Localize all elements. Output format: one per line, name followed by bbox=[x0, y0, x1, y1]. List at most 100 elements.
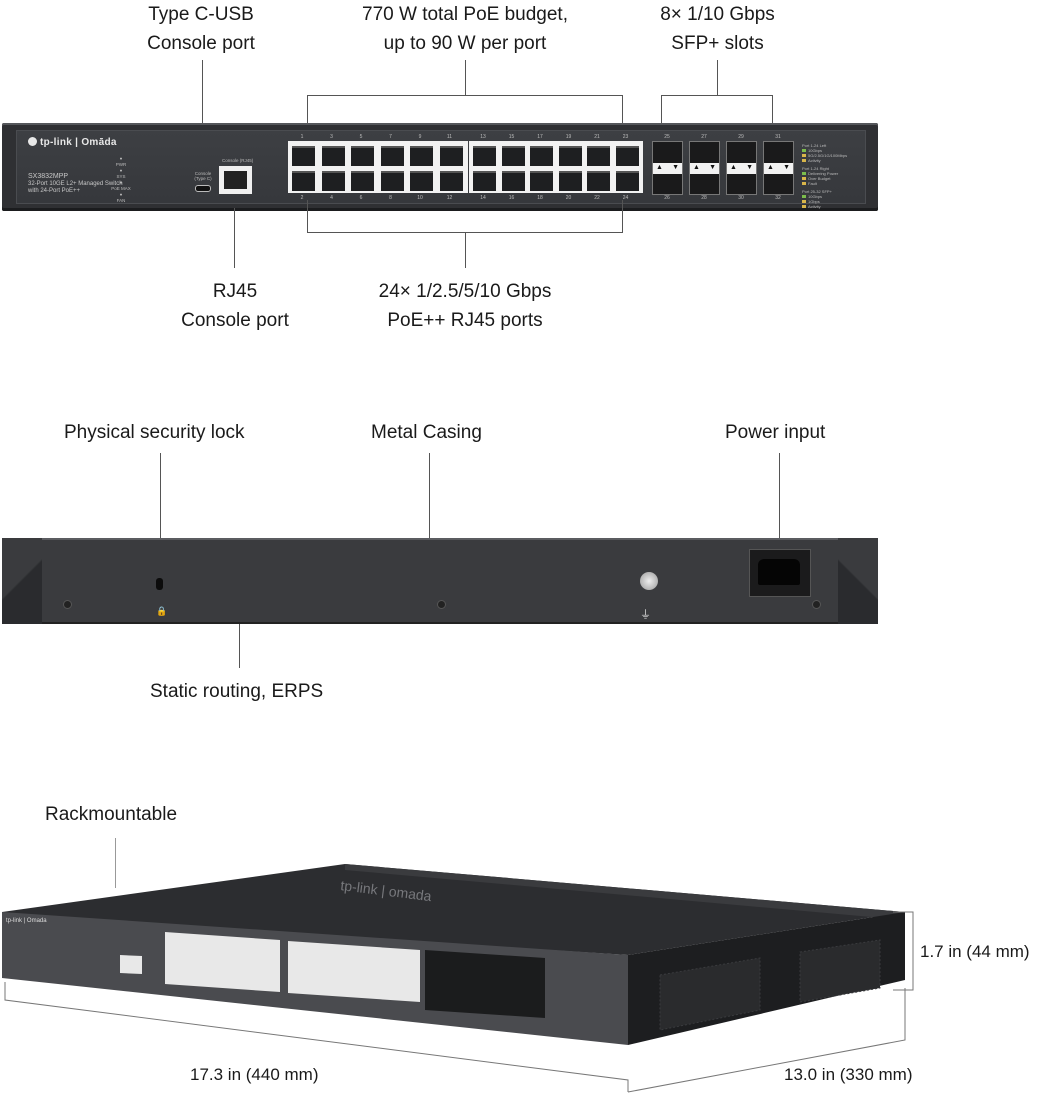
bracket-sfp-right bbox=[772, 95, 773, 135]
usbc-label-2: (Type C) bbox=[194, 176, 212, 181]
port-number: 13 bbox=[480, 134, 486, 140]
arrow-down-icon: ▼ bbox=[672, 164, 679, 171]
rj45-port bbox=[558, 171, 582, 191]
port-number: 18 bbox=[537, 195, 543, 201]
dimension-width: 17.3 in (440 mm) bbox=[190, 1065, 319, 1084]
rj45-port bbox=[501, 171, 525, 191]
screw bbox=[812, 600, 821, 609]
port-number: 11 bbox=[446, 134, 453, 140]
callout-usb-c-line1: Type C-USB bbox=[148, 4, 254, 25]
isometric-switch-render: tp-link | Omada tp-link | omada bbox=[2, 864, 914, 1093]
led-sys-label: SYS bbox=[116, 174, 126, 179]
port-number: 6 bbox=[359, 195, 363, 201]
callout-sfp-line1: 8× 1/10 Gbps bbox=[660, 4, 775, 25]
sfp-latch: ▲▼ bbox=[690, 163, 719, 174]
rj45-port bbox=[439, 146, 463, 166]
led-swatch bbox=[802, 159, 806, 162]
legend-item: Delivering Power bbox=[802, 171, 862, 176]
port-number: 27 bbox=[701, 134, 707, 140]
rj45-port bbox=[380, 171, 404, 191]
sfp-latch: ▲▼ bbox=[764, 163, 793, 174]
port-number: 32 bbox=[775, 195, 781, 201]
callout-security-lock: Physical security lock bbox=[64, 422, 245, 443]
led-poe-max: ●PoE MAX bbox=[111, 180, 131, 191]
led-swatch bbox=[802, 154, 806, 157]
port-number: 30 bbox=[738, 195, 744, 201]
side-vent bbox=[659, 957, 761, 1031]
leader-poe bbox=[465, 60, 466, 95]
iso-rj45-block-right bbox=[288, 941, 420, 1002]
led-swatch bbox=[802, 182, 806, 185]
port-number: 23 bbox=[622, 134, 629, 140]
bracket-rj45-right bbox=[622, 200, 623, 232]
dim-line-depth bbox=[627, 988, 906, 1093]
rj45-console-label: Console (RJ45) bbox=[222, 158, 254, 163]
legend-group-label: Port 25-32 SFP+ bbox=[802, 189, 832, 194]
legend-item-label: 1Gbps bbox=[808, 199, 820, 204]
led-fan: ●FAN bbox=[116, 192, 126, 203]
sfp-slot: ▲▼ bbox=[763, 141, 794, 195]
bracket-sfp-top bbox=[661, 95, 773, 96]
leader-metal-casing bbox=[429, 453, 430, 541]
arrow-up-icon: ▲ bbox=[656, 164, 663, 171]
callout-rj45-ports-line1: 24× 1/2.5/5/10 Gbps bbox=[378, 281, 552, 302]
usbc-label-1: Console bbox=[194, 171, 212, 176]
port-number: 9 bbox=[418, 134, 422, 140]
arrow-up-icon: ▲ bbox=[730, 164, 737, 171]
led-poe-max-label: PoE MAX bbox=[111, 186, 131, 191]
rj45-console-port bbox=[219, 166, 252, 194]
arrow-down-icon: ▼ bbox=[783, 164, 790, 171]
legend-item-label: 5G/2.5G/1G/100Mbps bbox=[808, 153, 848, 158]
rj45-port bbox=[321, 146, 345, 166]
tp-link-logo-icon bbox=[28, 137, 37, 146]
callout-poe-line1: 770 W total PoE budget, bbox=[362, 4, 568, 25]
legend-item-label: 10Gbps bbox=[808, 148, 823, 153]
rj45-port bbox=[439, 171, 463, 191]
port-number: 22 bbox=[594, 195, 600, 201]
rj45-port bbox=[501, 146, 525, 166]
legend-item: 10Gbps bbox=[802, 148, 862, 153]
legend-item-label: Over Budget bbox=[808, 176, 831, 181]
switch-top-surface bbox=[2, 864, 905, 955]
legend-item-label: 10Gbps bbox=[808, 194, 823, 199]
rj45-port bbox=[410, 171, 433, 191]
sfp-slot: ▲▼ bbox=[726, 141, 757, 195]
callout-sfp: 8× 1/10 Gbps SFP+ slots bbox=[640, 0, 795, 58]
legend-item: 5G/2.5G/1G/100Mbps bbox=[802, 153, 862, 158]
iso-sfp-block bbox=[425, 950, 545, 1018]
switch-rear-panel: 🔒 bbox=[2, 538, 878, 624]
callout-rackmountable: Rackmountable bbox=[45, 804, 178, 825]
bracket-rj45-left bbox=[307, 200, 308, 232]
model-description-1: 32-Port 10GE L2+ Managed Switch bbox=[28, 181, 123, 187]
brand-logo: tp-link | Omāda bbox=[28, 137, 117, 148]
port-number: 15 bbox=[508, 134, 515, 140]
callout-rj45-console: RJ45 Console port bbox=[165, 277, 305, 335]
screw bbox=[437, 600, 446, 609]
rj45-port bbox=[292, 171, 315, 191]
dimension-height: 1.7 in (44 mm) bbox=[920, 942, 1030, 961]
brand-text: tp-link | Omāda bbox=[40, 137, 117, 148]
port-number: 28 bbox=[701, 195, 707, 201]
rj45-port bbox=[380, 146, 404, 166]
port-number: 2 bbox=[300, 195, 304, 201]
led-swatch bbox=[802, 177, 806, 180]
port-number: 17 bbox=[537, 134, 543, 140]
model-description-2: with 24-Port PoE++ bbox=[28, 188, 81, 194]
legend-item: Over Budget bbox=[802, 176, 862, 181]
dim-line-height bbox=[893, 911, 914, 991]
port-number: 14 bbox=[480, 195, 486, 201]
switch-top-edge bbox=[345, 864, 905, 920]
arrow-up-icon: ▲ bbox=[767, 164, 774, 171]
grounding-screw bbox=[640, 572, 658, 590]
kensington-lock-slot bbox=[156, 578, 163, 590]
led-swatch bbox=[802, 172, 806, 175]
legend-item: 1Gbps bbox=[802, 199, 862, 204]
rj45-port bbox=[410, 146, 433, 166]
screw bbox=[63, 600, 72, 609]
leader-rackmountable bbox=[115, 838, 116, 888]
rj45-port-block-right bbox=[469, 141, 643, 193]
callout-rj45-console-line1: RJ45 bbox=[212, 281, 258, 302]
